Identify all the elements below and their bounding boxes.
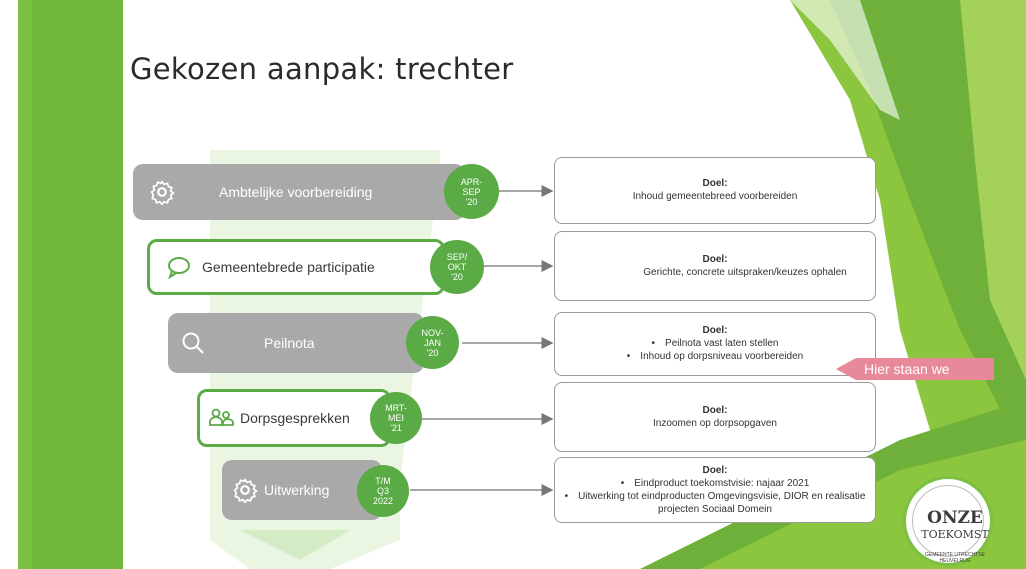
speech-bubble-icon <box>164 252 194 282</box>
goal-box: Doel: Peilnota vast laten stellen Inhoud… <box>554 312 876 376</box>
date-line: MRT- <box>385 403 407 413</box>
phase-label: Uitwerking <box>264 482 330 498</box>
goal-text: Inhoud gemeentebreed voorbereiden <box>632 191 798 202</box>
phase-label: Dorpsgesprekken <box>240 410 350 426</box>
goal-heading: Doel: <box>702 404 728 416</box>
date-badge: SEP/ OKT '20 <box>430 240 484 294</box>
left-green-panel <box>32 0 123 569</box>
date-badge: APR- SEP '20 <box>444 164 499 219</box>
date-badge: T/M Q3 2022 <box>357 465 409 517</box>
goal-box: Doel: Eindproduct toekomstvisie: najaar … <box>554 457 876 523</box>
date-line: JAN <box>423 337 441 348</box>
phase-pill-uitwerking: Uitwerking <box>222 460 382 520</box>
date-line: SEP <box>462 186 481 197</box>
logo-word-onze: ONZE <box>927 508 983 528</box>
gear-icon <box>147 177 177 207</box>
logo-word-toekomst: TOEKOMST <box>921 528 989 541</box>
date-line: MEI <box>387 413 404 423</box>
date-line: '20 <box>465 196 478 207</box>
date-line: '21 <box>390 423 402 433</box>
goal-box: Doel: Inzoomen op dorpsopgaven <box>554 382 876 452</box>
goal-heading: Doel: <box>702 253 728 265</box>
phase-label: Ambtelijke voorbereiding <box>219 184 373 200</box>
phase-pill-peilnota: Peilnota <box>168 313 424 373</box>
callout-text: Hier staan we <box>864 361 950 377</box>
goal-bullet: Eindproduct toekomstvisie: najaar 2021 <box>621 477 809 490</box>
date-line: 2022 <box>372 496 394 506</box>
date-line: '20 <box>426 347 439 358</box>
logo-inner-ring: ONZE TOEKOMST GEMEENTE UTRECHTSE HEUVELR… <box>912 485 989 564</box>
goal-bullet: Inhoud op dorpsniveau voorbereiden <box>627 350 803 363</box>
date-line: Q3 <box>376 486 389 496</box>
goal-text: Gerichte, concrete uitspraken/keuzes oph… <box>643 266 847 278</box>
phase-pill-dorpsgesprekken: Dorpsgesprekken <box>197 389 391 447</box>
date-line: '20 <box>451 272 463 282</box>
phase-label: Peilnota <box>264 335 315 351</box>
goal-heading: Doel: <box>702 464 728 476</box>
goal-heading: Doel: <box>702 178 728 189</box>
phase-label: Gemeentebrede participatie <box>202 259 375 275</box>
date-line: SEP/ <box>446 252 468 262</box>
onze-toekomst-logo: ONZE TOEKOMST GEMEENTE UTRECHTSE HEUVELR… <box>903 476 993 566</box>
goal-box: Doel: Gerichte, concrete uitspraken/keuz… <box>554 231 876 301</box>
current-position-callout: Hier staan we <box>836 358 994 380</box>
callout-arrow-shape <box>836 358 994 380</box>
left-white-stripe <box>0 0 18 569</box>
date-line: T/M <box>375 476 391 486</box>
goal-bullet: Peilnota vast laten stellen <box>652 337 778 350</box>
date-line: APR- <box>460 176 483 187</box>
gear-icon <box>230 475 260 505</box>
left-decorative-bar <box>0 0 123 569</box>
date-badge: MRT- MEI '21 <box>370 392 422 444</box>
phase-pill-gemeentebrede-participatie: Gemeentebrede participatie <box>147 239 445 295</box>
date-line: OKT <box>447 262 467 272</box>
goal-text: Inzoomen op dorpsopgaven <box>653 417 777 429</box>
people-icon <box>206 403 236 433</box>
date-line: NOV- <box>421 327 444 338</box>
date-badge: NOV- JAN '20 <box>406 316 459 369</box>
goal-bullet: Uitwerking tot eindproducten Omgevingsvi… <box>563 490 867 516</box>
slide-title: Gekozen aanpak: trechter <box>130 52 514 86</box>
goal-heading: Doel: <box>702 325 728 336</box>
logo-ring-text: GEMEENTE UTRECHTSE HEUVELRUG <box>924 552 985 564</box>
phase-pill-ambtelijke-voorbereiding: Ambtelijke voorbereiding <box>133 164 465 220</box>
goal-box: Doel: Inhoud gemeentebreed voorbereiden <box>554 157 876 224</box>
search-icon <box>178 328 208 358</box>
